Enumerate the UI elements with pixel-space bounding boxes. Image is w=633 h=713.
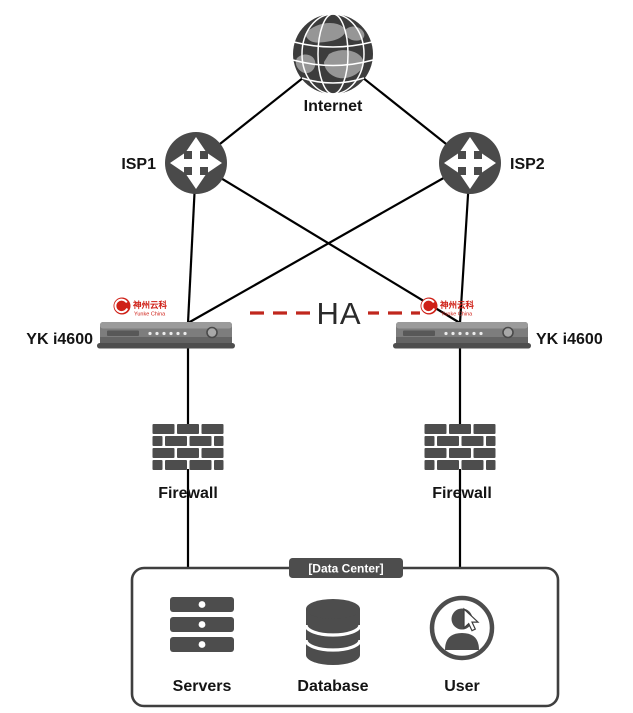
- firewall-left-label: Firewall: [158, 485, 218, 502]
- isp1-label: ISP1: [121, 156, 156, 173]
- vendor-sub-left: Yunke China: [134, 312, 166, 318]
- vendor-swirl-icon: [112, 296, 132, 316]
- isp2-label: ISP2: [510, 156, 545, 173]
- user-label: User: [444, 678, 480, 695]
- device-left-label: YK i4600: [26, 331, 93, 348]
- firewall-right-icon: [424, 424, 496, 470]
- ha-label: HA: [316, 296, 361, 331]
- vendor-swirl-icon: [419, 296, 439, 316]
- vendor-logo-left: 神州云科 Yunke China: [112, 296, 168, 318]
- internet-label: Internet: [304, 98, 363, 115]
- datacenter-label: [Data Center]: [308, 562, 383, 576]
- vendor-logo-right: 神州云科 Yunke China: [419, 296, 475, 318]
- firewall-left-icon: [152, 424, 224, 470]
- appliance-left-icon: [96, 321, 236, 350]
- internet-globe-icon: [292, 13, 374, 95]
- vendor-name-right: 神州云科: [440, 300, 475, 310]
- vendor-sub-right: Yunke China: [441, 312, 473, 318]
- datacenter-badge: [289, 558, 403, 578]
- router-isp1-icon: [165, 132, 227, 194]
- servers-icon: [170, 597, 234, 652]
- ha-label-backing: [310, 292, 368, 330]
- device-right-label: YK i4600: [536, 331, 603, 348]
- appliance-right-icon: [392, 321, 532, 350]
- database-label: Database: [297, 678, 368, 695]
- database-icon: [304, 597, 362, 667]
- servers-label: Servers: [173, 678, 232, 695]
- router-isp2-icon: [439, 132, 501, 194]
- vendor-name-left: 神州云科: [133, 300, 168, 310]
- link-isp2-device-left: [187, 162, 471, 324]
- firewall-right-label: Firewall: [432, 485, 492, 502]
- user-icon: [432, 598, 492, 658]
